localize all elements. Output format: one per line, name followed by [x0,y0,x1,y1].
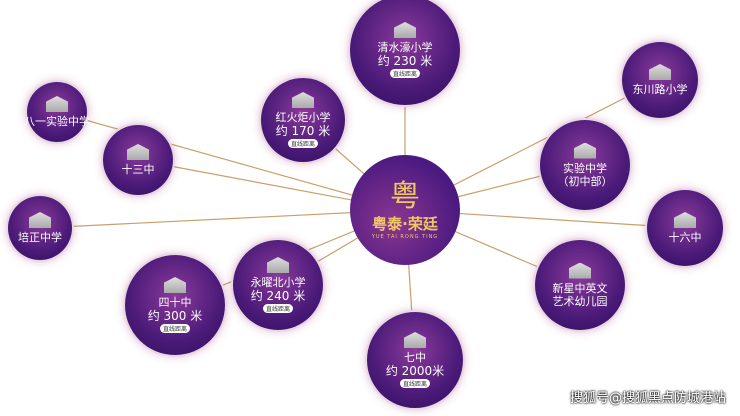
school-name: 十六中 [668,231,702,244]
school-name: 十三中 [121,163,155,176]
school-distance: 约 2000米 [385,364,445,378]
school-building-icon [404,332,426,348]
school-distance: 约 230 米 [377,54,433,68]
project-logo: 粤 粤泰·荣廷 YUE TAI RONG TING [350,155,460,265]
school-name: 东川路小学 [632,83,688,96]
school-building-icon [164,277,186,293]
school-name: 八一实验中学 [24,115,90,128]
school-name: 七中 [404,351,426,364]
distance-note: 直线距离 [399,379,430,388]
school-node: 四十中约 300 米直线距离 [125,255,225,355]
school-building-icon [267,257,289,273]
school-distance: 约 170 米 [275,124,331,138]
distance-note: 直线距离 [389,69,420,78]
school-name: 培正中学 [18,231,62,244]
watermark: 搜狐号@搜狐黑点防城港站 [569,391,726,406]
school-building-icon [292,92,314,108]
school-building-icon [674,212,696,228]
school-building-icon [29,212,51,228]
school-name: 永曜北小学 [250,276,306,289]
school-building-icon [649,64,671,80]
distance-note: 直线距离 [159,324,190,333]
school-distance: 约 300 米 [147,309,203,323]
connector-line [56,111,406,211]
connector-line [39,209,406,229]
school-node: 红火炬小学约 170 米直线距离 [261,78,345,162]
distance-note: 直线距离 [287,139,318,148]
school-name: 新星中英文 艺术幼儿园 [552,281,608,308]
distance-note: 直线距离 [262,304,293,313]
school-node: 清水濠小学约 230 米直线距离 [350,0,460,105]
school-node: 新星中英文 艺术幼儿园 [535,240,625,330]
school-name: 四十中 [158,296,192,309]
school-node: 十三中 [103,125,173,195]
school-building-icon [394,22,416,38]
school-distance: 约 240 米 [250,289,306,303]
school-node: 东川路小学 [622,42,698,118]
logo-mark: 粤 [390,178,420,214]
school-name: 红火炬小学 [275,111,331,124]
school-node: 实验中学 （初中部） [540,120,630,210]
school-building-icon [127,144,149,160]
school-node: 十六中 [647,190,723,266]
school-node: 永曜北小学约 240 米直线距离 [233,240,323,330]
school-building-icon [569,262,591,279]
school-node: 七中约 2000米直线距离 [367,312,463,408]
school-node: 八一实验中学 [24,82,90,142]
school-building-icon [574,142,596,159]
school-name: 清水濠小学 [377,41,433,54]
brand-name: 粤泰·荣廷 [372,214,438,233]
school-node: 培正中学 [8,196,72,260]
brand-pinyin: YUE TAI RONG TING [371,233,439,240]
school-building-icon [46,96,68,112]
school-name: 实验中学 （初中部） [557,161,613,188]
